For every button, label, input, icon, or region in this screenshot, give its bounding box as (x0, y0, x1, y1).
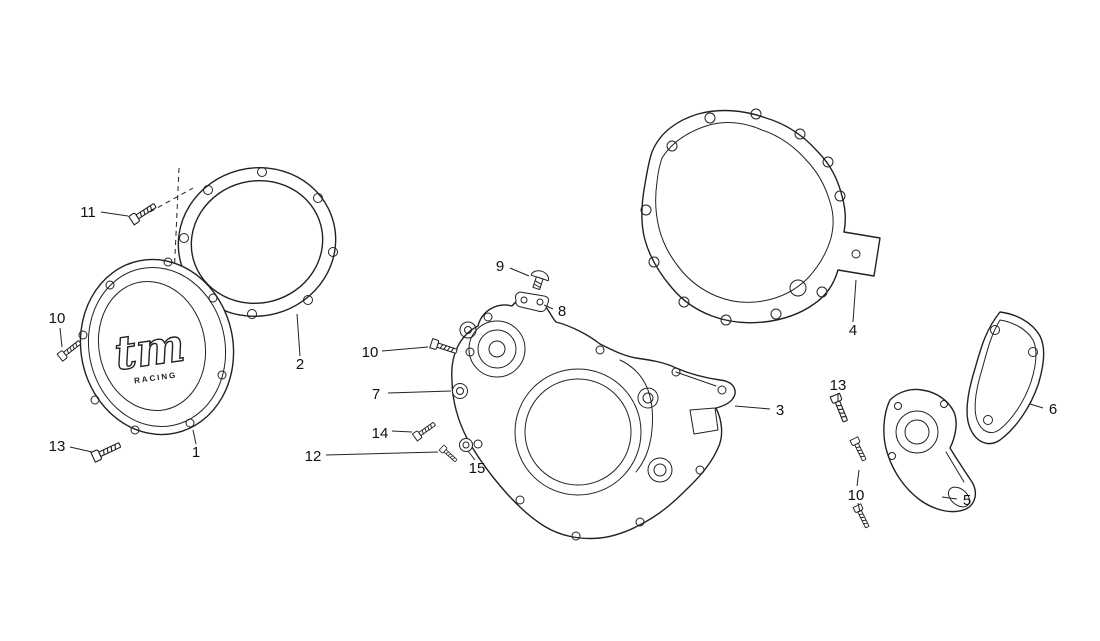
callout-13-left[interactable]: 13 (49, 438, 66, 455)
callout-3[interactable]: 3 (776, 402, 784, 419)
part-1-clutch-cover: tm RACING (78, 257, 235, 436)
screw-14 (412, 419, 438, 442)
callout-2[interactable]: 2 (296, 356, 304, 373)
callout-4[interactable]: 4 (849, 322, 857, 339)
screw-10-center (429, 338, 459, 357)
screw-12 (438, 444, 459, 464)
part-7-washer (452, 383, 468, 399)
callout-10-right[interactable]: 10 (848, 487, 865, 504)
callout-14[interactable]: 14 (372, 425, 389, 442)
part-2-clutch-cover-gasket (177, 166, 338, 319)
callout-1[interactable]: 1 (192, 444, 200, 461)
part-8-retainer-plate (515, 291, 549, 313)
part-4-crankcase-gasket (640, 108, 881, 326)
callout-9[interactable]: 9 (496, 258, 504, 275)
callout-5[interactable]: 5 (963, 492, 971, 509)
tm-logo: tm RACING (111, 317, 189, 386)
part-9-plug-screw (530, 270, 550, 290)
callout-12[interactable]: 12 (305, 448, 322, 465)
callout-10-center[interactable]: 10 (362, 344, 379, 361)
callout-11[interactable]: 11 (80, 204, 96, 221)
callout-8[interactable]: 8 (558, 303, 566, 320)
screw-10-left (56, 338, 83, 362)
part-5-water-pump-cover (883, 388, 977, 513)
tm-logo-text: tm (111, 317, 188, 380)
callout-6[interactable]: 6 (1049, 401, 1057, 418)
callout-10-left[interactable]: 10 (49, 310, 66, 327)
part-6-water-pump-gasket (966, 311, 1045, 445)
callout-15[interactable]: 15 (469, 460, 486, 477)
callout-13-right[interactable]: 13 (830, 377, 847, 394)
callout-7[interactable]: 7 (372, 386, 380, 403)
leader-lines (59, 211, 1044, 513)
part-15-washer (459, 438, 473, 452)
screw-13-left (90, 439, 123, 463)
screw-13-right (829, 392, 851, 424)
callout-labels: 11 10 13 1 2 9 8 10 7 14 12 15 3 4 13 10… (49, 204, 1058, 509)
screw-10-right-upper (849, 436, 869, 463)
screw-11 (128, 200, 159, 226)
screw-10-right-lower (852, 503, 872, 530)
part-3-crankcase-cover (451, 296, 736, 541)
